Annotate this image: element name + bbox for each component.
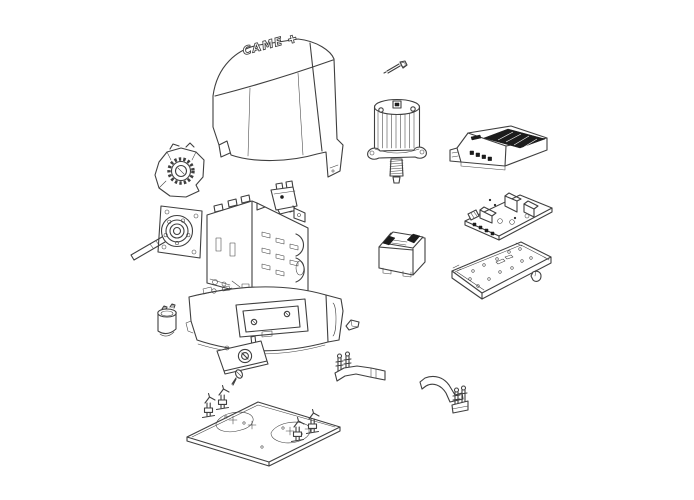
capacitor-part: [157, 303, 177, 337]
limit-bracket-left-part: [334, 351, 386, 382]
limit-bracket-right-part: [419, 375, 469, 414]
base-plate-part: [186, 384, 341, 467]
cover-part: CAME ✚: [212, 33, 344, 178]
limit-switch-gear-part: [154, 142, 205, 198]
microswitch-part: [270, 180, 298, 215]
cam-wedge-part: [345, 319, 360, 331]
fixing-screw-part: [383, 60, 408, 74]
front-base-part: [185, 285, 344, 355]
motor-part: [367, 98, 427, 184]
anchor-bolt: [201, 392, 216, 419]
transformer-part: [378, 231, 426, 278]
circuit-board-part: [464, 192, 553, 241]
flange-shaft-part: [130, 205, 203, 261]
mounting-plate-part: [451, 241, 552, 300]
came-logo-symbol-icon: ✚: [287, 33, 299, 47]
anchor-bolt: [215, 384, 230, 411]
gearbox-housing-part: [206, 194, 309, 296]
release-door-part: [216, 335, 269, 375]
release-key-part: [231, 369, 243, 386]
control-unit-part: [449, 125, 548, 171]
